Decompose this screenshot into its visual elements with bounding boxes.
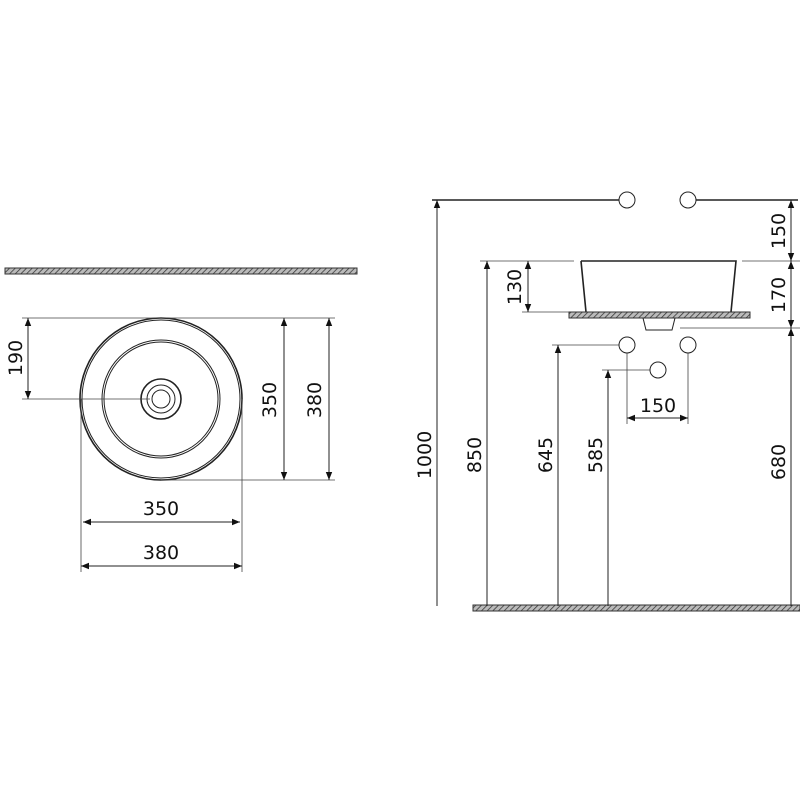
dim-tap-above-basin: 150	[768, 213, 790, 249]
plan-view: 190 350 380 350 380	[4, 267, 358, 572]
supply-pipe-icon	[618, 336, 636, 354]
floor-section	[472, 604, 800, 612]
dim-inner-width: 350	[143, 498, 179, 520]
tap-hole-icon	[679, 191, 697, 209]
dim-counter-height: 680	[768, 444, 790, 480]
supply-pipe-icon	[679, 336, 697, 354]
drain-outlet	[642, 317, 676, 331]
dim-basin-to-counter: 170	[768, 277, 790, 313]
dim-drain-offset: 190	[5, 340, 27, 376]
wall-section	[4, 267, 358, 275]
dim-basin-height: 130	[504, 269, 526, 305]
basin-elevation	[580, 260, 737, 313]
dim-outer-height: 380	[304, 382, 326, 418]
countertop-section	[568, 311, 751, 319]
dim-supply-height: 645	[535, 437, 557, 473]
waste-pipe-icon	[649, 361, 667, 379]
dim-waste-height: 585	[585, 437, 607, 473]
dim-inner-height: 350	[259, 382, 281, 418]
elevation-view: 1000 850 130 645 585 150 170 680 150	[414, 191, 800, 612]
dim-supply-spacing: 150	[640, 395, 676, 417]
dim-outer-width: 380	[143, 542, 179, 564]
dim-basin-top-height: 850	[464, 437, 486, 473]
tap-hole-icon	[618, 191, 636, 209]
dim-total-height: 1000	[414, 431, 436, 479]
